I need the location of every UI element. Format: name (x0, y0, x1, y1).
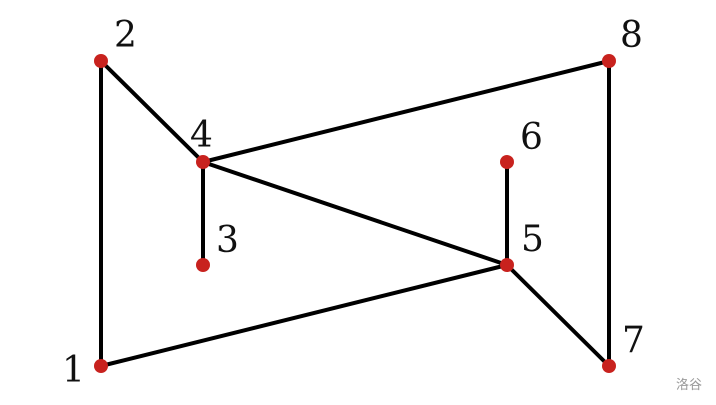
labels-group: 1 2 3 4 5 6 7 8 (62, 15, 645, 391)
edge-5-7 (505, 263, 611, 368)
node-label-2: 2 (114, 15, 137, 56)
node-label-5: 5 (521, 219, 544, 260)
edge-1-5 (99, 263, 509, 368)
node-label-4: 4 (190, 115, 213, 156)
edge-4-8 (201, 59, 611, 164)
node-label-3: 3 (216, 220, 239, 261)
node-1 (94, 359, 108, 373)
edge-4-5 (201, 160, 509, 267)
node-3 (196, 258, 210, 272)
node-label-6: 6 (520, 117, 543, 158)
edge-2-4 (99, 59, 205, 164)
node-7 (602, 359, 616, 373)
node-label-8: 8 (620, 15, 643, 56)
node-8 (602, 54, 616, 68)
node-6 (500, 155, 514, 169)
node-label-7: 7 (622, 320, 645, 361)
node-5 (500, 258, 514, 272)
node-label-1: 1 (62, 350, 85, 391)
nodes-group (94, 54, 616, 373)
node-2 (94, 54, 108, 68)
watermark-logo: 洛谷 (675, 378, 702, 393)
edges-group (99, 59, 611, 368)
node-4 (196, 155, 210, 169)
